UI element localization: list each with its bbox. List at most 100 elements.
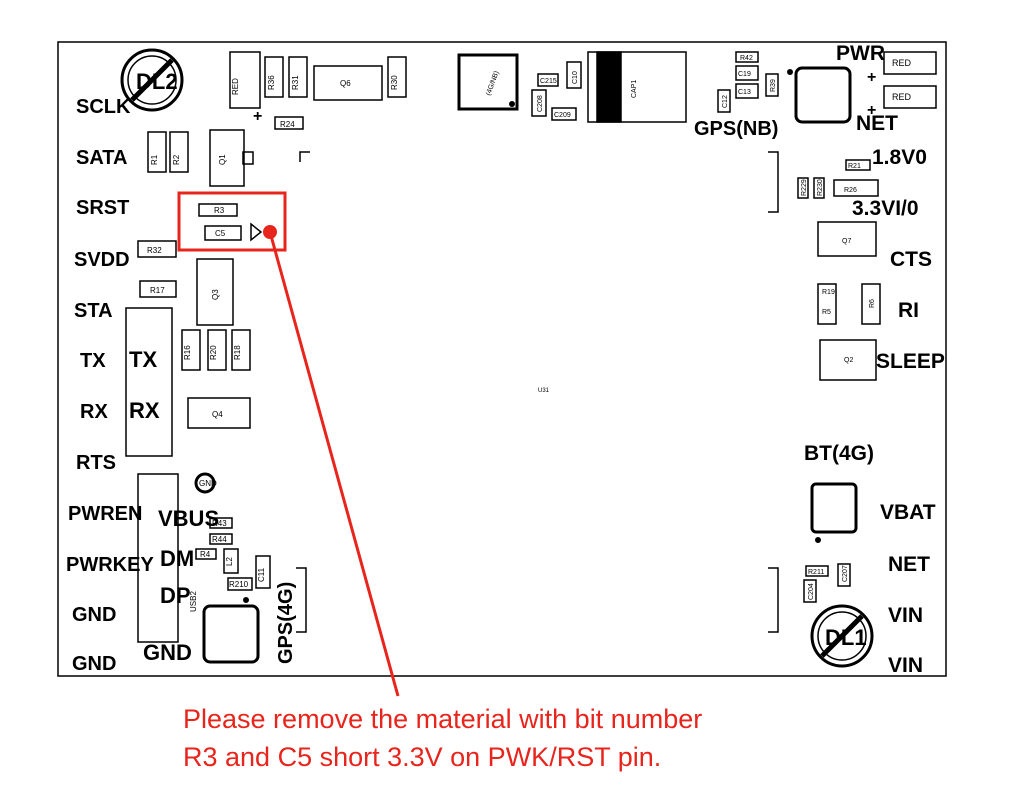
svg-text:GND: GND bbox=[143, 640, 192, 665]
svg-text:Q1: Q1 bbox=[218, 154, 227, 165]
svg-text:Q7: Q7 bbox=[842, 238, 851, 245]
svg-text:R16: R16 bbox=[183, 345, 192, 360]
pin-label: PWREN bbox=[68, 503, 142, 525]
svg-text:R229: R229 bbox=[801, 179, 808, 196]
c5-label: C5 bbox=[215, 229, 226, 238]
pin-label: SCLK bbox=[76, 96, 131, 118]
svg-text:PWR: PWR bbox=[836, 42, 885, 65]
pin-label: TX bbox=[80, 350, 106, 372]
svg-text:R230: R230 bbox=[817, 179, 824, 196]
highlight-box bbox=[177, 191, 287, 252]
svg-text:R42: R42 bbox=[740, 55, 753, 62]
svg-text:RX: RX bbox=[129, 398, 160, 423]
annotation-caption: Please remove the material with bit numb… bbox=[183, 700, 983, 776]
svg-text:L2: L2 bbox=[225, 557, 234, 566]
svg-text:R26: R26 bbox=[844, 187, 857, 194]
pin-label: SVDD bbox=[74, 249, 130, 271]
svg-text:R210: R210 bbox=[229, 580, 249, 589]
svg-text:R36: R36 bbox=[267, 75, 276, 90]
svg-text:Q6: Q6 bbox=[340, 79, 351, 88]
gps-nb-label: GPS(NB) bbox=[694, 118, 778, 140]
svg-text:R31: R31 bbox=[291, 75, 300, 90]
led-dl2: DL2 bbox=[120, 48, 184, 112]
board-outline bbox=[57, 41, 947, 677]
svg-text:C208: C208 bbox=[537, 95, 544, 112]
svg-text:R5: R5 bbox=[822, 309, 831, 316]
svg-text:(4G/NB): (4G/NB) bbox=[485, 70, 500, 97]
svg-text:C209: C209 bbox=[554, 112, 571, 119]
pin-label: STA bbox=[74, 300, 113, 322]
svg-text:SLEEP: SLEEP bbox=[876, 350, 945, 373]
svg-text:DM: DM bbox=[160, 546, 194, 571]
pin-label: RTS bbox=[76, 452, 116, 474]
gps-4g-label: GPS(4G) bbox=[275, 582, 297, 664]
svg-text:R19: R19 bbox=[822, 289, 835, 296]
svg-text:CTS: CTS bbox=[890, 248, 932, 271]
svg-text:C207: C207 bbox=[842, 565, 849, 582]
top-left-component-labels: RED R36 R31 Q6 R30 R24 R1 R2 Q1 R32 R17 … bbox=[147, 75, 399, 589]
svg-text:R1: R1 bbox=[150, 154, 159, 165]
svg-text:VBAT: VBAT bbox=[880, 501, 936, 524]
pin-label: RX bbox=[80, 401, 108, 423]
svg-text:NET: NET bbox=[888, 553, 930, 576]
svg-text:C12: C12 bbox=[722, 95, 729, 108]
right-labels: PWR NET 1.8V0 3.3VI/0 CTS RI SLEEP BT(4G… bbox=[804, 42, 945, 677]
svg-text:C10: C10 bbox=[572, 71, 579, 84]
top-middle-components bbox=[457, 51, 937, 124]
svg-text:C19: C19 bbox=[738, 71, 751, 78]
svg-text:R2: R2 bbox=[172, 154, 181, 165]
inner-labels: TX RX VBUS DM DP GND bbox=[129, 347, 219, 665]
svg-text:VIN: VIN bbox=[888, 654, 923, 677]
svg-text:GND: GND bbox=[199, 479, 217, 488]
r3-label: R3 bbox=[214, 206, 225, 215]
svg-text:R211: R211 bbox=[808, 569, 824, 576]
top-middle-labels: (4G/NB) C215 C10 C208 C209 CAP1 R42 C19 … bbox=[485, 55, 911, 119]
svg-text:+: + bbox=[867, 69, 876, 86]
svg-text:+: + bbox=[253, 108, 262, 125]
svg-text:RED: RED bbox=[231, 78, 240, 95]
led-dl1: DL1 bbox=[810, 604, 874, 668]
svg-text:+: + bbox=[867, 102, 876, 119]
svg-text:R43: R43 bbox=[212, 519, 227, 528]
svg-text:DP: DP bbox=[160, 583, 191, 608]
svg-text:R21: R21 bbox=[848, 163, 861, 170]
svg-text:R18: R18 bbox=[233, 345, 242, 360]
dl2-label: DL2 bbox=[136, 69, 178, 94]
svg-text:C11: C11 bbox=[257, 567, 266, 582]
r3-c5-highlight: R3 C5 bbox=[177, 191, 400, 697]
pin-label: SATA bbox=[76, 147, 127, 169]
svg-text:Q3: Q3 bbox=[211, 289, 220, 300]
svg-text:C13: C13 bbox=[738, 89, 751, 96]
dl1-label: DL1 bbox=[825, 625, 867, 650]
svg-text:1.8V0: 1.8V0 bbox=[872, 146, 927, 169]
svg-text:Q2: Q2 bbox=[844, 357, 853, 364]
pin-label: SRST bbox=[76, 197, 129, 219]
svg-text:R32: R32 bbox=[147, 246, 162, 255]
top-left-components bbox=[125, 51, 407, 664]
pin-label: PWRKEY bbox=[66, 554, 154, 576]
right-component-labels: R21 R229 R230 R26 Q7 R19 R5 R6 Q2 U31 R2… bbox=[538, 163, 876, 600]
plus-markers: + + + bbox=[253, 69, 876, 125]
annotation-line-1: Please remove the material with bit numb… bbox=[183, 704, 703, 734]
svg-text:RED: RED bbox=[892, 58, 912, 68]
svg-text:R44: R44 bbox=[212, 535, 227, 544]
svg-text:3.3VI/0: 3.3VI/0 bbox=[852, 197, 919, 220]
svg-text:CAP1: CAP1 bbox=[631, 80, 638, 98]
svg-text:R20: R20 bbox=[209, 345, 218, 360]
svg-text:TX: TX bbox=[129, 347, 157, 372]
svg-text:Q4: Q4 bbox=[212, 410, 223, 419]
svg-text:RED: RED bbox=[892, 92, 912, 102]
right-components bbox=[768, 151, 881, 633]
pin-label: GND bbox=[72, 653, 116, 675]
svg-text:R30: R30 bbox=[390, 75, 399, 90]
svg-text:R24: R24 bbox=[280, 120, 295, 129]
svg-text:C215: C215 bbox=[540, 78, 557, 85]
svg-text:VIN: VIN bbox=[888, 604, 923, 627]
annotation-line-2: R3 and C5 short 3.3V on PWK/RST pin. bbox=[183, 742, 662, 772]
svg-text:R39: R39 bbox=[770, 79, 777, 92]
usb2-label: USB2 bbox=[189, 591, 198, 612]
svg-text:RI: RI bbox=[898, 299, 919, 322]
svg-text:C204: C204 bbox=[808, 583, 815, 600]
top-dots bbox=[243, 69, 821, 603]
